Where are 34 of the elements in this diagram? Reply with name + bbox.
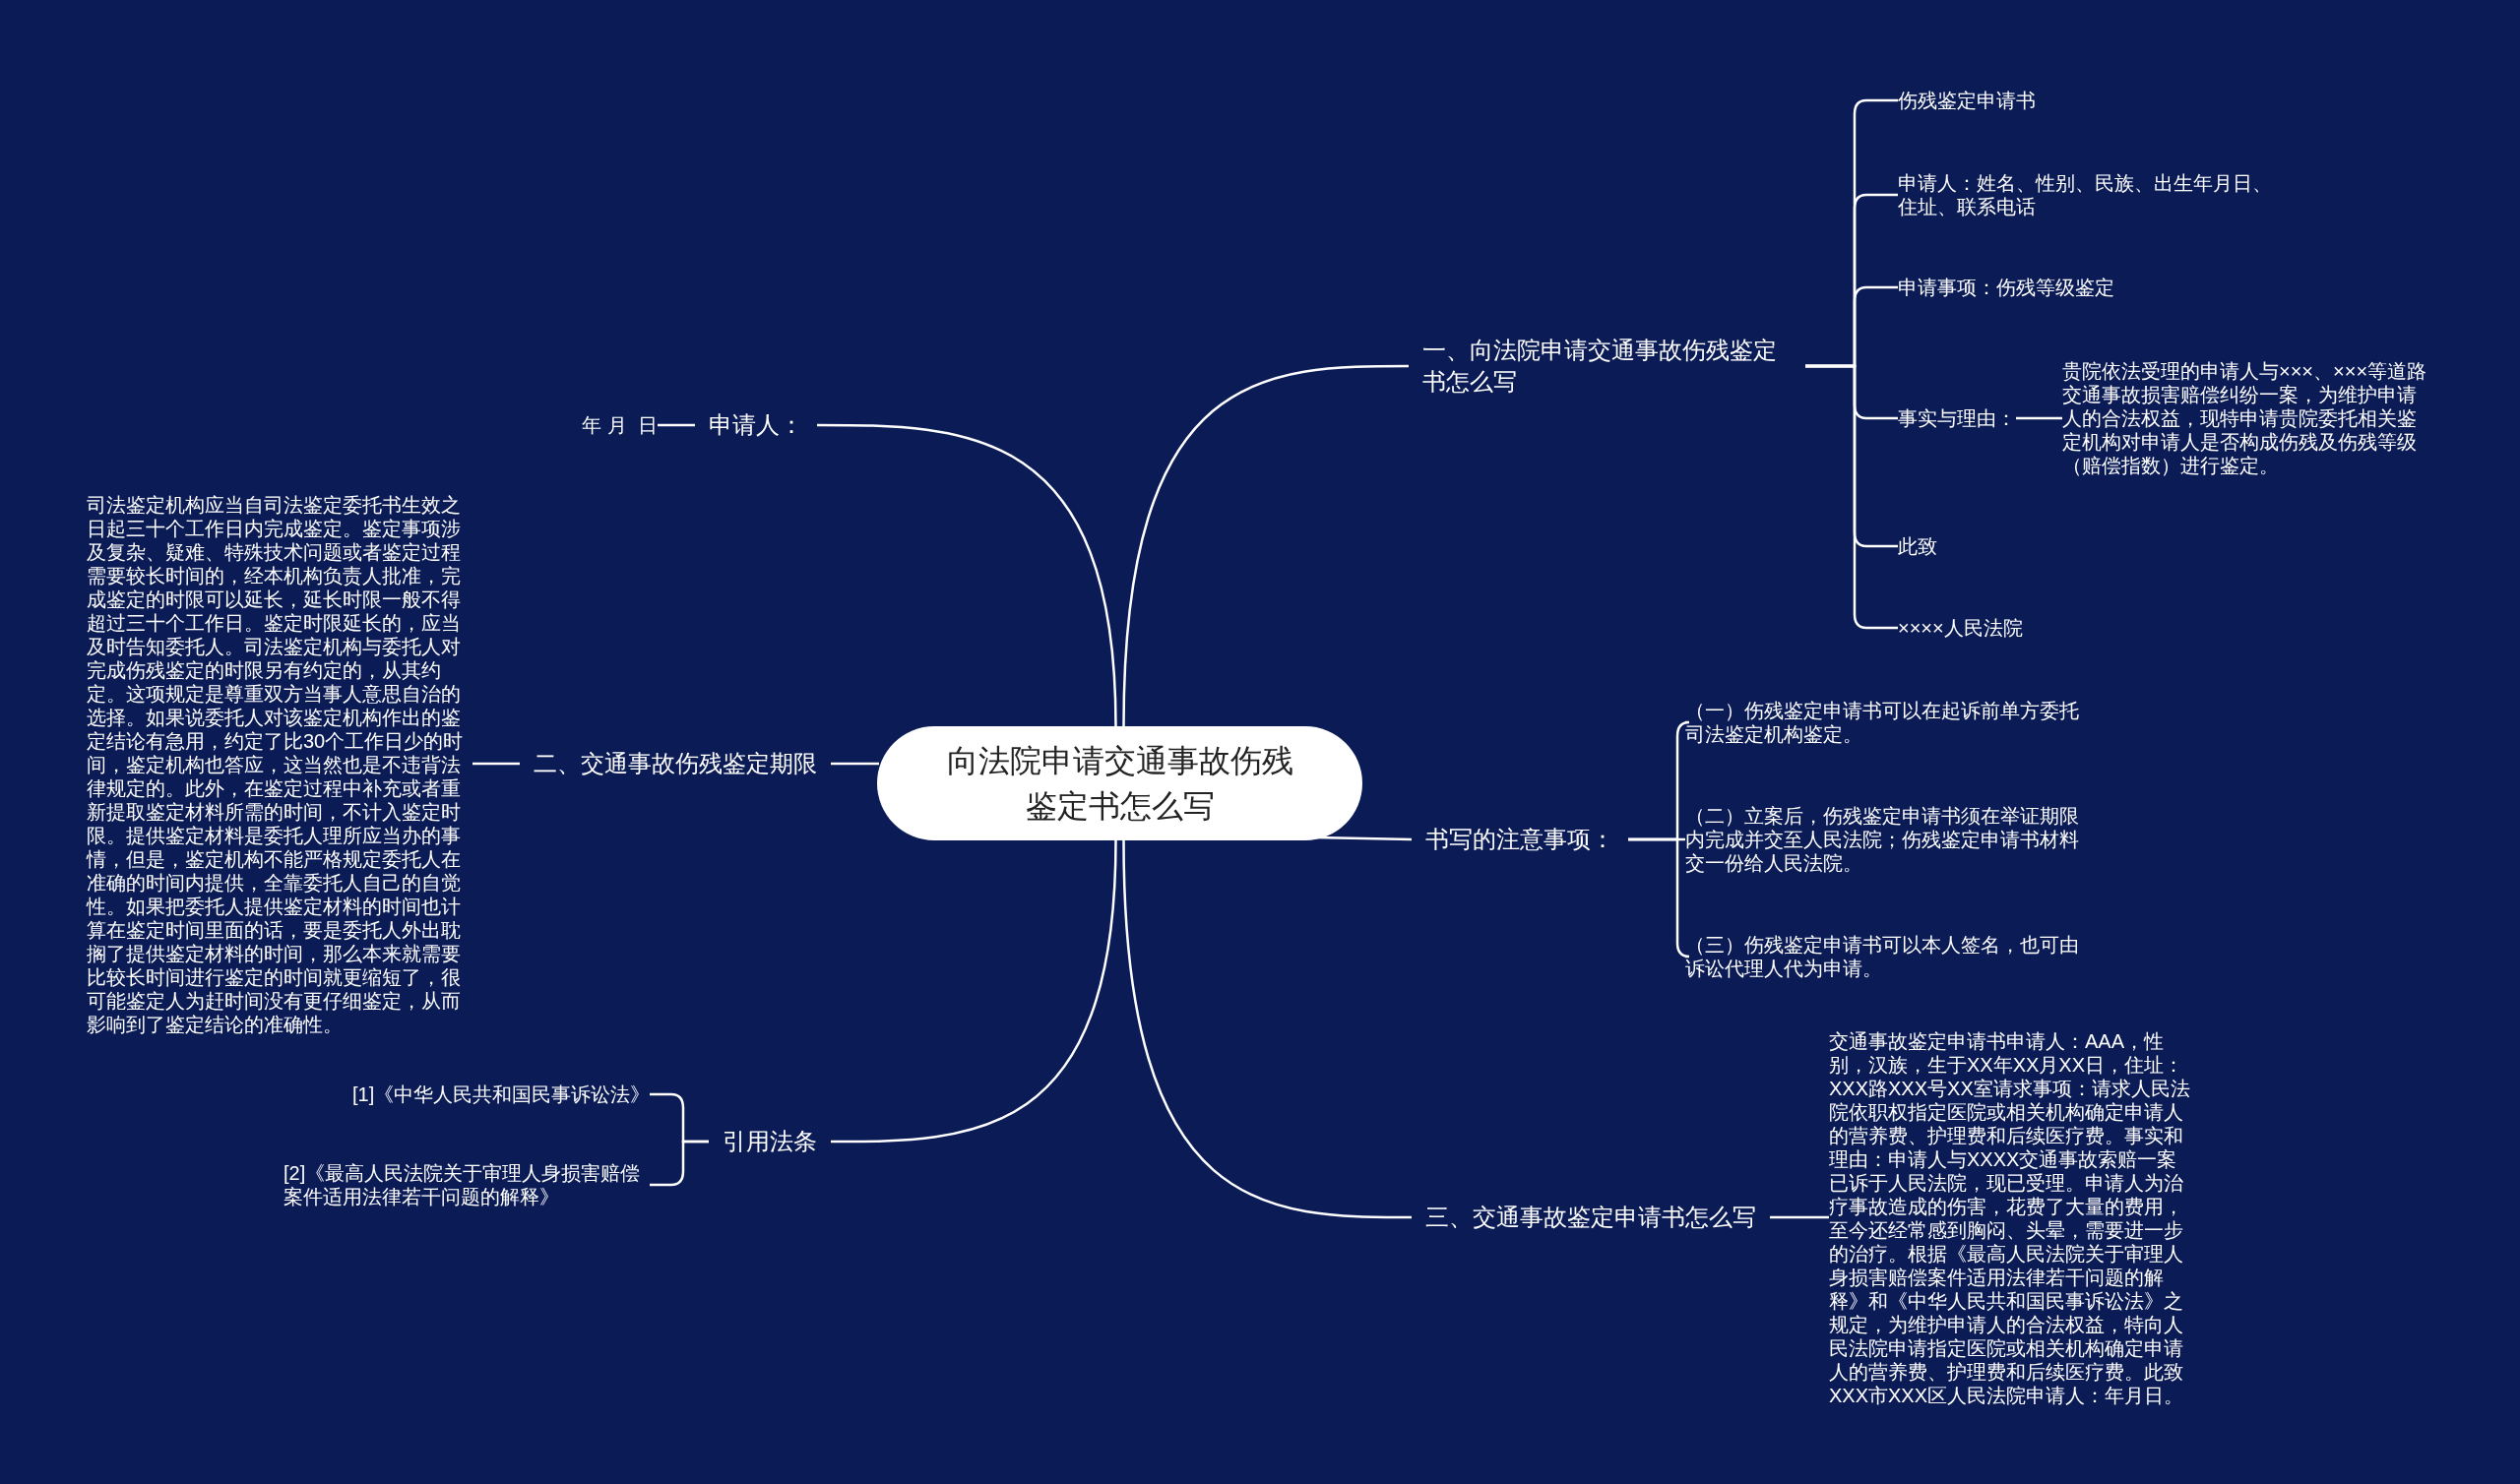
bracket-line: [1628, 837, 1691, 958]
curved-connector: [1122, 839, 1412, 1219]
leaf-text: 年 月 日: [582, 413, 658, 437]
leaf-text: 申请事项：伤残等级鉴定: [1898, 276, 2114, 299]
bracket-line: [650, 1140, 709, 1187]
leaf-text: 事实与理由：: [1898, 406, 2016, 430]
leaf-text: （三）伤残鉴定申请书可以本人签名，也可由诉讼代理人代为申请。: [1685, 933, 2091, 980]
connector-line: [658, 423, 695, 427]
leaf-text: ××××人民法院: [1898, 616, 2023, 640]
leaf-text: （二）立案后，伤残鉴定申请书须在举证期限内完成并交至人民法院；伤残鉴定申请书材料交一份给人民法院。: [1685, 804, 2091, 875]
branch-label: 引用法条: [709, 1126, 831, 1157]
central-topic: 向法院申请交通事故伤残鉴定书怎么写: [877, 726, 1362, 840]
branch-label: 三、交通事故鉴定申请书怎么写: [1412, 1202, 1770, 1233]
curved-connector: [817, 423, 1117, 727]
branch-label: 书写的注意事项：: [1412, 824, 1628, 855]
branch-label: 二、交通事故伤残鉴定期限: [520, 748, 831, 779]
bracket-line: [1805, 364, 1898, 630]
leaf-text: 此致: [1898, 534, 1937, 558]
branch-label: 一、向法院申请交通事故伤残鉴定书怎么写: [1409, 335, 1805, 398]
leaf-text: （一）伤残鉴定申请书可以在起诉前单方委托司法鉴定机构鉴定。: [1685, 699, 2091, 746]
connector-line: [472, 762, 520, 766]
connector-line: [1770, 1215, 1829, 1219]
leaf-text: 申请人：姓名、性别、民族、出生年月日、住址、联系电话: [1898, 171, 2284, 218]
connector-line: [2016, 416, 2062, 420]
curved-connector: [831, 839, 1117, 1144]
leaf-text: [2]《最高人民法院关于审理人身损害赔偿案件适用法律若干问题的解释》: [284, 1161, 650, 1208]
leaf-text: 交通事故鉴定申请书申请人：AAA，性别，汉族，生于XX年XX月XX日，住址：XXX路XXX号XX室请求事项：请求人民法院依职权指定医院或相关机构确定申请人的营养费、护理费和后续医疗费。事实和理由：申请人与XXXX交通事故索赔一案已诉于人民法院，现已受理。申请人为治疗事故造成的伤害，花费了大量的费用，至今还经常感到胸闷、头晕，需要进一步的治疗。根据《最高人民法院关于审理人身损害赔偿案件适用法律若干问题的解释》和《中华人民共和国民事诉讼法》之规定，为维护申请人的合法权益，特向人民法院申请指定医院或相关机构确定申请人的营养费、护理费和后续医疗费。此致XXX市XXX区人民法院申请人：年月日。: [1829, 1029, 2195, 1407]
curved-connector: [1122, 364, 1409, 727]
leaf-text: 贵院依法受理的申请人与×××、×××等道路交通事故损害赔偿纠纷一案，为维护申请人的合法权益，现特申请贵院委托相关鉴定机构对申请人是否构成伤残及伤残等级（赔偿指数）进行鉴定。: [2062, 359, 2428, 477]
leaf-text: 司法鉴定机构应当自司法鉴定委托书生效之日起三十个工作日内完成鉴定。鉴定事项涉及复杂、疑难、特殊技术问题或者鉴定过程需要较长时间的，经本机构负责人批准，完成鉴定的时限可以延长，延长时限一般不得超过三十个工作日。鉴定时限延长的，应当及时告知委托人。司法鉴定机构与委托人对完成伤残鉴定的时限另有约定的，从其约定。这项规定是尊重双方当事人意思自治的选择。如果说委托人对该鉴定机构作出的鉴定结论有急用，约定了比30个工作日少的时间，鉴定机构也答应，这当然也是不违背法律规定的。此外，在鉴定过程中补充或者重新提取鉴定材料所需的时间，不计入鉴定时限。提供鉴定材料是委托人理所应当办的事情，但是，鉴定机构不能严格规定委托人在准确的时间内提供，全靠委托人自己的自觉性。如果把委托人提供鉴定材料的时间也计算在鉴定时间里面的话，要是委托人外出耽搁了提供鉴定材料的时间，那么本来就需要比较长时间进行鉴定的时间就更缩短了，很可能鉴定人为赶时间没有更仔细鉴定，从而影响到了鉴定结论的准确性。: [87, 493, 472, 1036]
connector-line: [831, 762, 879, 766]
leaf-text: 伤残鉴定申请书: [1898, 89, 2036, 112]
leaf-text: [1]《中华人民共和国民事诉讼法》: [352, 1082, 651, 1106]
branch-label: 申请人：: [695, 409, 817, 441]
